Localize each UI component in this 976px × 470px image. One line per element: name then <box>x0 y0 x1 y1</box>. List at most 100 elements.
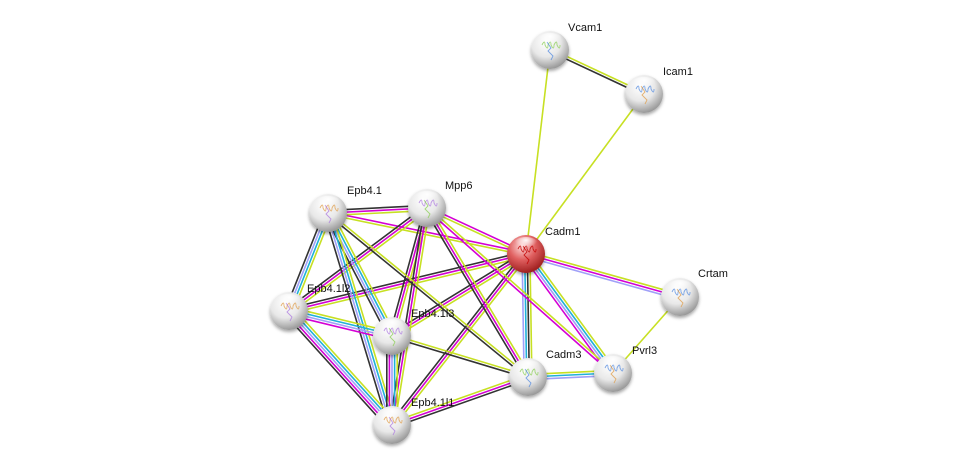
edge-evidence-textmining <box>528 251 617 372</box>
node-label: Epb4.1 <box>347 185 382 197</box>
node-highlight <box>414 191 440 207</box>
edge-evidence-textmining <box>393 255 529 428</box>
node-highlight <box>379 408 405 424</box>
edge-mpp6-epb4-1l2[interactable] <box>286 205 430 314</box>
edge-evidence-coexpression <box>388 207 426 336</box>
edge-evidence-textmining <box>327 213 526 257</box>
edge-evidence-textmining <box>390 373 528 424</box>
edge-evidence-coexpression <box>390 251 526 335</box>
edge-evidence-databases <box>523 254 528 378</box>
node-highlight <box>631 77 657 93</box>
edge-evidence-textmining <box>427 206 615 373</box>
node-cadm1[interactable]: Cadm1 <box>507 226 580 273</box>
edge-epb4-1-epb4-1l1[interactable] <box>323 211 397 427</box>
node-label: Crtam <box>698 268 728 280</box>
node-epb4-1l2[interactable]: Epb4.1l2 <box>270 283 350 330</box>
edge-evidence-coexpression <box>326 213 528 379</box>
node-label: Cadm3 <box>546 349 581 361</box>
edges-layer <box>284 48 681 430</box>
node-highlight <box>515 360 541 376</box>
node-cadm3[interactable]: Cadm3 <box>509 349 581 396</box>
edge-evidence-homology <box>521 254 525 378</box>
edge-cadm1-epb4-1l3[interactable] <box>390 251 528 339</box>
edge-cadm1-cadm3[interactable] <box>521 253 533 378</box>
edge-mpp6-cadm3[interactable] <box>424 206 531 379</box>
edge-evidence-experiments <box>286 312 391 428</box>
edge-evidence-homology <box>326 213 392 337</box>
edge-evidence-homology <box>525 255 680 301</box>
node-vcam1[interactable]: Vcam1 <box>531 22 602 69</box>
node-highlight <box>600 356 626 372</box>
edge-epb4-1-epb4-1l3[interactable] <box>323 210 397 339</box>
edge-vcam1-cadm1[interactable] <box>525 49 551 255</box>
edge-epb4-1l2-epb4-1l1[interactable] <box>284 306 397 430</box>
edge-evidence-experiments <box>328 210 527 254</box>
edge-evidence-databases <box>526 252 615 373</box>
edge-evidence-experiments <box>391 376 529 426</box>
node-crtam[interactable]: Crtam <box>661 268 728 316</box>
edge-cadm1-epb4-1[interactable] <box>327 210 527 257</box>
node-label: Cadm1 <box>545 226 580 238</box>
edge-evidence-homology <box>325 213 392 426</box>
edge-cadm1-pvrl3[interactable] <box>522 251 617 376</box>
edge-evidence-textmining <box>525 93 645 255</box>
node-label: Mpp6 <box>445 180 473 192</box>
edge-evidence-experiments <box>525 253 681 298</box>
edge-evidence-experiments <box>288 207 428 312</box>
edge-evidence-coexpression <box>392 378 530 429</box>
edge-evidence-coexpression <box>389 251 525 424</box>
edge-evidence-databases <box>290 308 395 424</box>
edge-evidence-coexpression <box>286 205 426 310</box>
edge-epb4-1l1-cadm3[interactable] <box>390 373 530 429</box>
node-icam1[interactable]: Icam1 <box>625 66 693 113</box>
edge-cadm1-epb4-1l1[interactable] <box>389 251 529 428</box>
edge-evidence-coexpression <box>284 313 389 430</box>
node-label: Vcam1 <box>568 22 602 34</box>
node-label: Pvrl3 <box>632 345 657 357</box>
edge-evidence-experiments <box>391 253 527 426</box>
edge-evidence-experiments <box>426 207 529 378</box>
edge-evidence-textmining <box>328 211 530 377</box>
edge-evidence-textmining <box>330 210 397 335</box>
edge-evidence-textmining <box>292 306 397 423</box>
edge-mpp6-pvrl3[interactable] <box>425 206 615 375</box>
edge-evidence-experiments <box>391 253 527 337</box>
node-label: Icam1 <box>663 66 693 78</box>
node-label: Epb4.1l1 <box>411 397 454 409</box>
edge-evidence-coexpression <box>323 213 390 427</box>
edge-epb4-1l3-cadm3[interactable] <box>391 333 529 380</box>
edge-cadm1-crtam[interactable] <box>525 250 681 301</box>
edge-evidence-textmining <box>525 49 551 255</box>
node-mpp6[interactable]: Mpp6 <box>408 180 473 227</box>
node-epb4-1[interactable]: Epb4.1 <box>309 185 382 232</box>
node-highlight <box>537 33 563 49</box>
edge-evidence-homology <box>288 310 393 426</box>
edge-evidence-textmining <box>290 209 430 314</box>
node-highlight <box>513 237 539 253</box>
edge-evidence-coexpression <box>526 253 531 377</box>
edge-evidence-databases <box>328 212 395 425</box>
node-pvrl3[interactable]: Pvrl3 <box>594 345 657 392</box>
edge-evidence-textmining <box>330 211 397 425</box>
edge-evidence-coexpression <box>424 208 527 379</box>
node-label: Epb4.1l3 <box>411 308 454 320</box>
edge-evidence-coexpression <box>323 214 390 339</box>
edge-evidence-textmining <box>428 206 531 377</box>
edge-evidence-textmining <box>392 333 529 377</box>
edge-evidence-textmining <box>392 255 528 339</box>
edge-evidence-experiments <box>425 208 613 375</box>
edge-evidence-homology <box>524 254 613 375</box>
node-epb4-1l3[interactable]: Epb4.1l3 <box>373 308 454 355</box>
node-highlight <box>667 280 693 296</box>
node-epb4-1l1[interactable]: Epb4.1l1 <box>373 397 454 444</box>
edge-icam1-cadm1[interactable] <box>525 93 645 255</box>
edge-evidence-textmining <box>393 208 431 426</box>
edge-epb4-1-cadm3[interactable] <box>326 211 530 379</box>
edge-evidence-textmining <box>526 250 681 296</box>
node-label: Epb4.1l2 <box>307 283 350 295</box>
edge-evidence-textmining <box>529 253 533 377</box>
node-highlight <box>276 294 302 310</box>
